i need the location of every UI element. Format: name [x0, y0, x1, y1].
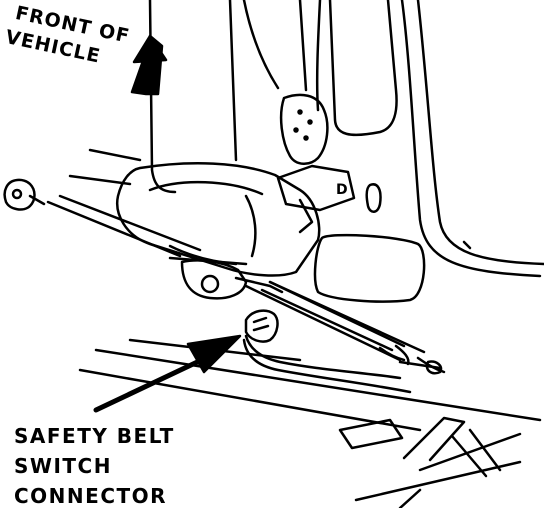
callout-label-line2: SWITCH	[14, 454, 112, 478]
buckle-letter: D	[336, 182, 348, 198]
callout-label-line3: CONNECTOR	[14, 484, 168, 508]
callout-arrow	[93, 334, 242, 413]
anchor-bolt	[3, 178, 202, 258]
front-arrow	[130, 34, 168, 96]
belt-strap	[260, 280, 443, 375]
seat-cushion	[116, 162, 321, 277]
seat-track	[338, 416, 522, 508]
hand-with-buckle	[276, 93, 356, 234]
callout-label-line1: SAFETY BELT	[14, 424, 175, 448]
switch-connector	[242, 309, 412, 394]
door-panel	[313, 0, 544, 303]
latch-mechanism	[168, 256, 284, 300]
